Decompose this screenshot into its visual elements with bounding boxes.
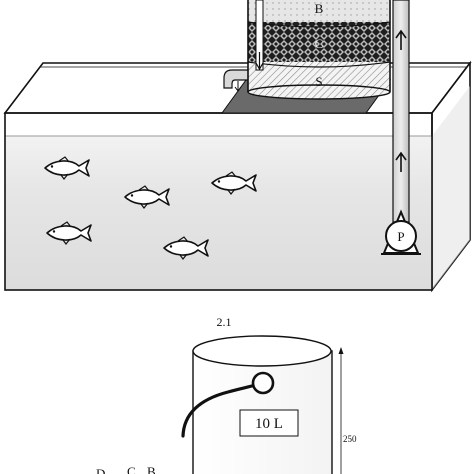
layer-b (248, 0, 390, 22)
inner-rim-left (7, 66, 41, 110)
height-dimension-label: 250 (343, 434, 357, 444)
figure-number: 2.1 (217, 315, 232, 329)
tank-water (5, 136, 432, 290)
layer-s-label: S (315, 74, 322, 89)
flow-arrow-lower (395, 151, 407, 172)
flow-arrow-upper (395, 29, 407, 50)
volume-label: 10 L (255, 416, 283, 432)
bucket: 10 L (181, 335, 333, 474)
inflow-arrow (255, 52, 264, 71)
pump: P (381, 209, 421, 255)
water-side-face (432, 86, 470, 290)
layer-c (248, 22, 390, 62)
volume-label-box (239, 409, 299, 437)
bucket-rim (192, 335, 332, 367)
drip-arrow (234, 81, 242, 92)
label-d: D (96, 466, 105, 474)
layer-b-label: B (315, 1, 324, 16)
layer-c-label: C (315, 36, 324, 51)
biofilter-column: B C S (247, 0, 391, 100)
label-c: C (127, 464, 136, 474)
height-dimension: 250 (338, 347, 357, 474)
tank-front-face (4, 112, 433, 291)
handle-ring (251, 371, 275, 395)
return-pipe (392, 0, 410, 223)
divider-c-s (247, 61, 391, 68)
label-b: B (147, 464, 156, 474)
pump-circle (385, 220, 417, 252)
divider-b-c (247, 21, 391, 28)
pump-label: P (397, 229, 404, 244)
